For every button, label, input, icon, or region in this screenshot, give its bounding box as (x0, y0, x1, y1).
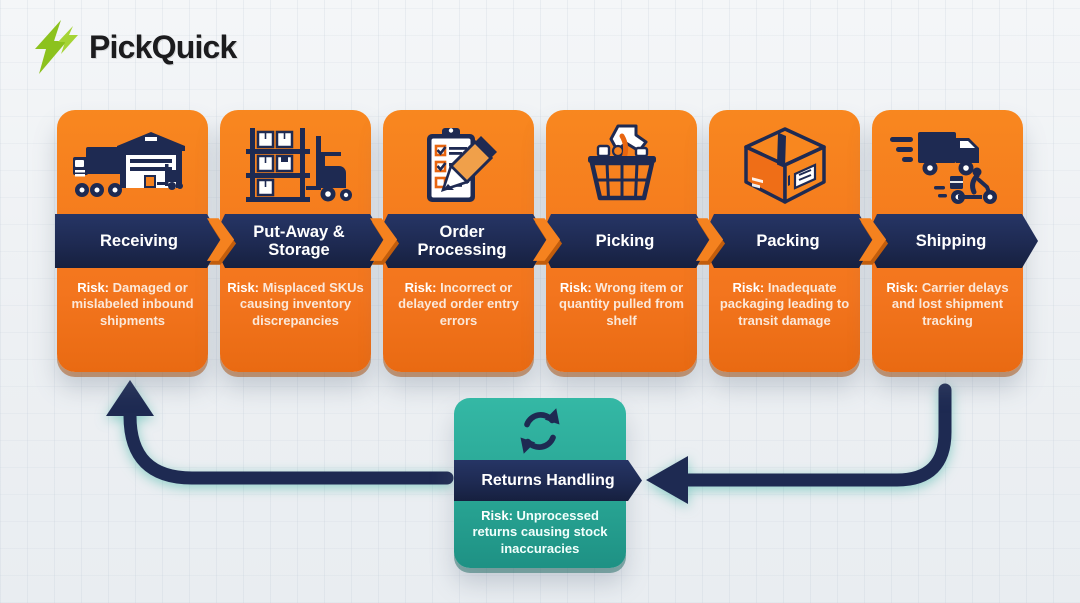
stage-card-1: Receiving Risk: Damaged or mislabeled in… (57, 110, 208, 372)
stage-risk-text: Risk: Inadequate packaging leading to tr… (716, 280, 853, 329)
risk-body: Damaged or mislabeled inbound shipments (71, 280, 194, 328)
risk-body: Carrier delays and lost shipment trackin… (891, 280, 1009, 328)
stage-risk-text: Risk: Damaged or mislabeled inbound ship… (64, 280, 201, 329)
risk-body: Misplaced SKUs causing inventory discrep… (239, 280, 364, 328)
arrowhead-up-icon (106, 380, 154, 416)
icon-order (383, 118, 534, 214)
stage-risk-text: Risk: Wrong item or quantity pulled from… (553, 280, 690, 329)
risk-prefix: Risk: (227, 280, 260, 295)
icon-shipping (872, 118, 1023, 214)
stage-banner: Put-Away & Storage (212, 214, 386, 268)
lightning-bolt-icon (34, 20, 80, 74)
arrow-returns-to-receiving (123, 399, 454, 485)
brand-name: PickQuick (89, 28, 237, 65)
icon-receiving (57, 118, 208, 214)
stage-risk-text: Risk: Incorrect or delayed order entry e… (390, 280, 527, 329)
stage-label: Put-Away & Storage (253, 222, 345, 259)
arrow-shipping-to-returns (669, 383, 952, 487)
stage-card-2: Put-Away & Storage Risk: Misplaced SKUs … (220, 110, 371, 372)
stage-risk-text: Risk: Carrier delays and lost shipment t… (879, 280, 1016, 329)
stage-label: Receiving (100, 231, 178, 250)
stage-banner: Receiving (55, 214, 223, 268)
risk-prefix: Risk: (886, 280, 919, 295)
flow-chevron-icon (857, 218, 890, 265)
cycle-arrows-icon (454, 402, 626, 460)
brand-logo: PickQuick (34, 20, 237, 74)
risk-prefix: Risk: (77, 280, 110, 295)
stage-label: Order Processing (417, 222, 507, 259)
arrowhead-left-icon (646, 456, 688, 504)
flow-chevron-icon (368, 218, 401, 265)
stage-banner: Shipping (864, 214, 1038, 268)
stage-banner: Packing (701, 214, 875, 268)
stage-label: Shipping (915, 231, 987, 250)
icon-packing (709, 118, 860, 214)
returns-risk-text: Risk: Unprocessed returns causing stock … (458, 508, 622, 557)
flow-chevron-icon (694, 218, 727, 265)
stage-label: Picking (595, 231, 655, 250)
returns-banner: Returns Handling (454, 460, 642, 501)
stage-card-4: Picking Risk: Wrong item or quantity pul… (546, 110, 697, 372)
stage-card-5: Packing Risk: Inadequate packaging leadi… (709, 110, 860, 372)
stage-card-3: Order Processing Risk: Incorrect or dela… (383, 110, 534, 372)
risk-body: Wrong item or quantity pulled from shelf (559, 280, 684, 328)
risk-body: Inadequate packaging leading to transit … (719, 280, 850, 328)
stage-banner: Picking (538, 214, 712, 268)
risk-body: Unprocessed returns causing stock inaccu… (472, 508, 608, 556)
risk-prefix: Risk: (559, 280, 592, 295)
risk-body: Incorrect or delayed order entry errors (398, 280, 519, 328)
risk-prefix: Risk: (481, 508, 513, 523)
returns-card: Returns Handling Risk: Unprocessed retur… (454, 398, 626, 568)
risk-prefix: Risk: (404, 280, 437, 295)
stage-label: Packing (756, 231, 820, 250)
returns-label: Returns Handling (481, 471, 615, 489)
flow-chevron-icon (531, 218, 564, 265)
risk-prefix: Risk: (732, 280, 765, 295)
flow-chevron-icon (205, 218, 238, 265)
icon-storage (220, 118, 371, 214)
stage-card-6: Shipping Risk: Carrier delays and lost s… (872, 110, 1023, 372)
stage-risk-text: Risk: Misplaced SKUs causing inventory d… (227, 280, 364, 329)
stages-row: Receiving Risk: Damaged or mislabeled in… (57, 110, 1023, 372)
stage-banner: Order Processing (375, 214, 549, 268)
icon-picking (546, 118, 697, 214)
